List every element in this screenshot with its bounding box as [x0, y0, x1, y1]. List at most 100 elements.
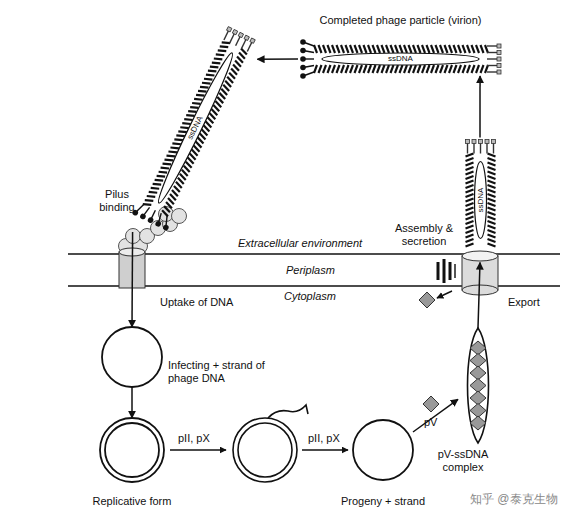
coat-protein: [207, 68, 216, 74]
attachment-knob: [162, 224, 169, 231]
coat-protein: [341, 45, 344, 53]
coat-protein: [449, 45, 452, 53]
coat-protein: [487, 212, 495, 215]
edge-label: Export: [508, 296, 540, 309]
coat-protein: [465, 239, 473, 242]
tip-protein: [497, 51, 501, 55]
tip-protein: [487, 65, 498, 66]
node-label: ssDNA: [144, 29, 245, 226]
coat-protein: [465, 194, 473, 197]
node-label: ssDNA: [476, 138, 484, 263]
coat-protein: [368, 65, 371, 73]
coat-protein: [481, 45, 484, 53]
attachment-knob: [300, 65, 306, 71]
outer-strand: [233, 418, 297, 482]
coat-protein: [217, 48, 226, 54]
coat-protein: [422, 45, 425, 53]
process-label: Pilus binding: [92, 188, 142, 213]
coat-protein: [465, 181, 473, 184]
coat-protein: [476, 65, 479, 73]
tip-protein: [486, 143, 487, 154]
coat-protein: [422, 65, 425, 73]
assembly-proteins: [438, 259, 455, 283]
export-pore: [462, 251, 498, 295]
coat-protein: [418, 65, 421, 73]
coat-protein: [465, 226, 473, 229]
coat-protein: [487, 244, 495, 247]
coat-protein: [158, 169, 167, 175]
tip-protein: [223, 30, 228, 40]
coat-protein: [160, 165, 169, 171]
coat-protein: [487, 208, 495, 211]
coat-protein: [465, 176, 473, 179]
coat-protein: [449, 65, 452, 73]
coat-protein: [215, 52, 224, 58]
attachment-knob: [139, 213, 146, 220]
dna-circle-node: Progeny + strand: [353, 420, 413, 480]
attachment-knob: [300, 48, 306, 54]
tip-protein: [229, 33, 234, 43]
tip-protein: [473, 143, 474, 154]
coat-protein: [314, 45, 317, 53]
node-shape: [100, 418, 164, 482]
node-heading: Completed phage particle (virion): [278, 14, 523, 27]
coat-protein: [465, 212, 473, 215]
pore-body: [119, 252, 145, 288]
inner-strand: [238, 423, 292, 477]
coat-protein: [382, 65, 385, 73]
coat-protein: [166, 153, 175, 159]
coat-protein: [355, 65, 358, 73]
region-label: Periplasm: [286, 264, 335, 277]
tip-protein: [472, 140, 476, 144]
coat-protein: [346, 45, 349, 53]
edge-label: Uptake of DNA: [160, 296, 233, 309]
node-label: pV-ssDNA complex: [422, 448, 504, 473]
coat-protein: [436, 45, 439, 53]
coat-protein: [487, 176, 495, 179]
coat-protein: [341, 65, 344, 73]
coat-protein: [487, 221, 495, 224]
protein-bar: [443, 259, 446, 283]
dna-circle-inner: [105, 423, 159, 477]
coat-protein: [487, 190, 495, 193]
coat-protein: [465, 185, 473, 188]
coat-protein: [359, 65, 362, 73]
flow-arrow: [131, 387, 133, 418]
coat-protein: [454, 45, 457, 53]
coat-protein: [467, 65, 470, 73]
coat-protein: [209, 64, 218, 70]
tip-protein: [466, 143, 467, 154]
attachment-knob: [300, 73, 306, 79]
coat-protein: [395, 45, 398, 53]
node-label: ssDNA: [298, 55, 503, 63]
coat-protein: [467, 45, 470, 53]
coat-protein: [465, 199, 473, 202]
coat-protein: [186, 112, 195, 118]
attachment-knob: [300, 56, 306, 62]
flow-arrow: [479, 76, 481, 138]
coat-protein: [436, 65, 439, 73]
coat-protein: [440, 65, 443, 73]
tip-protein: [241, 39, 246, 49]
coat-protein: [465, 163, 473, 166]
tip-protein: [226, 27, 231, 32]
virion: Completed phage particle (virion)ssDNA: [298, 42, 503, 76]
coat-protein: [440, 45, 443, 53]
coat-protein: [465, 221, 473, 224]
coat-protein: [465, 190, 473, 193]
coat-protein: [328, 45, 331, 53]
coat-protein: [465, 235, 473, 238]
protein-label: pII, pX: [308, 432, 340, 445]
tip-protein: [465, 140, 469, 144]
coat-protein: [168, 149, 177, 155]
tip-protein: [487, 71, 498, 72]
protein-label: pV: [424, 416, 437, 429]
coat-protein: [454, 65, 457, 73]
protein-bar: [454, 264, 456, 278]
coat-protein: [386, 65, 389, 73]
coat-protein: [314, 65, 317, 73]
